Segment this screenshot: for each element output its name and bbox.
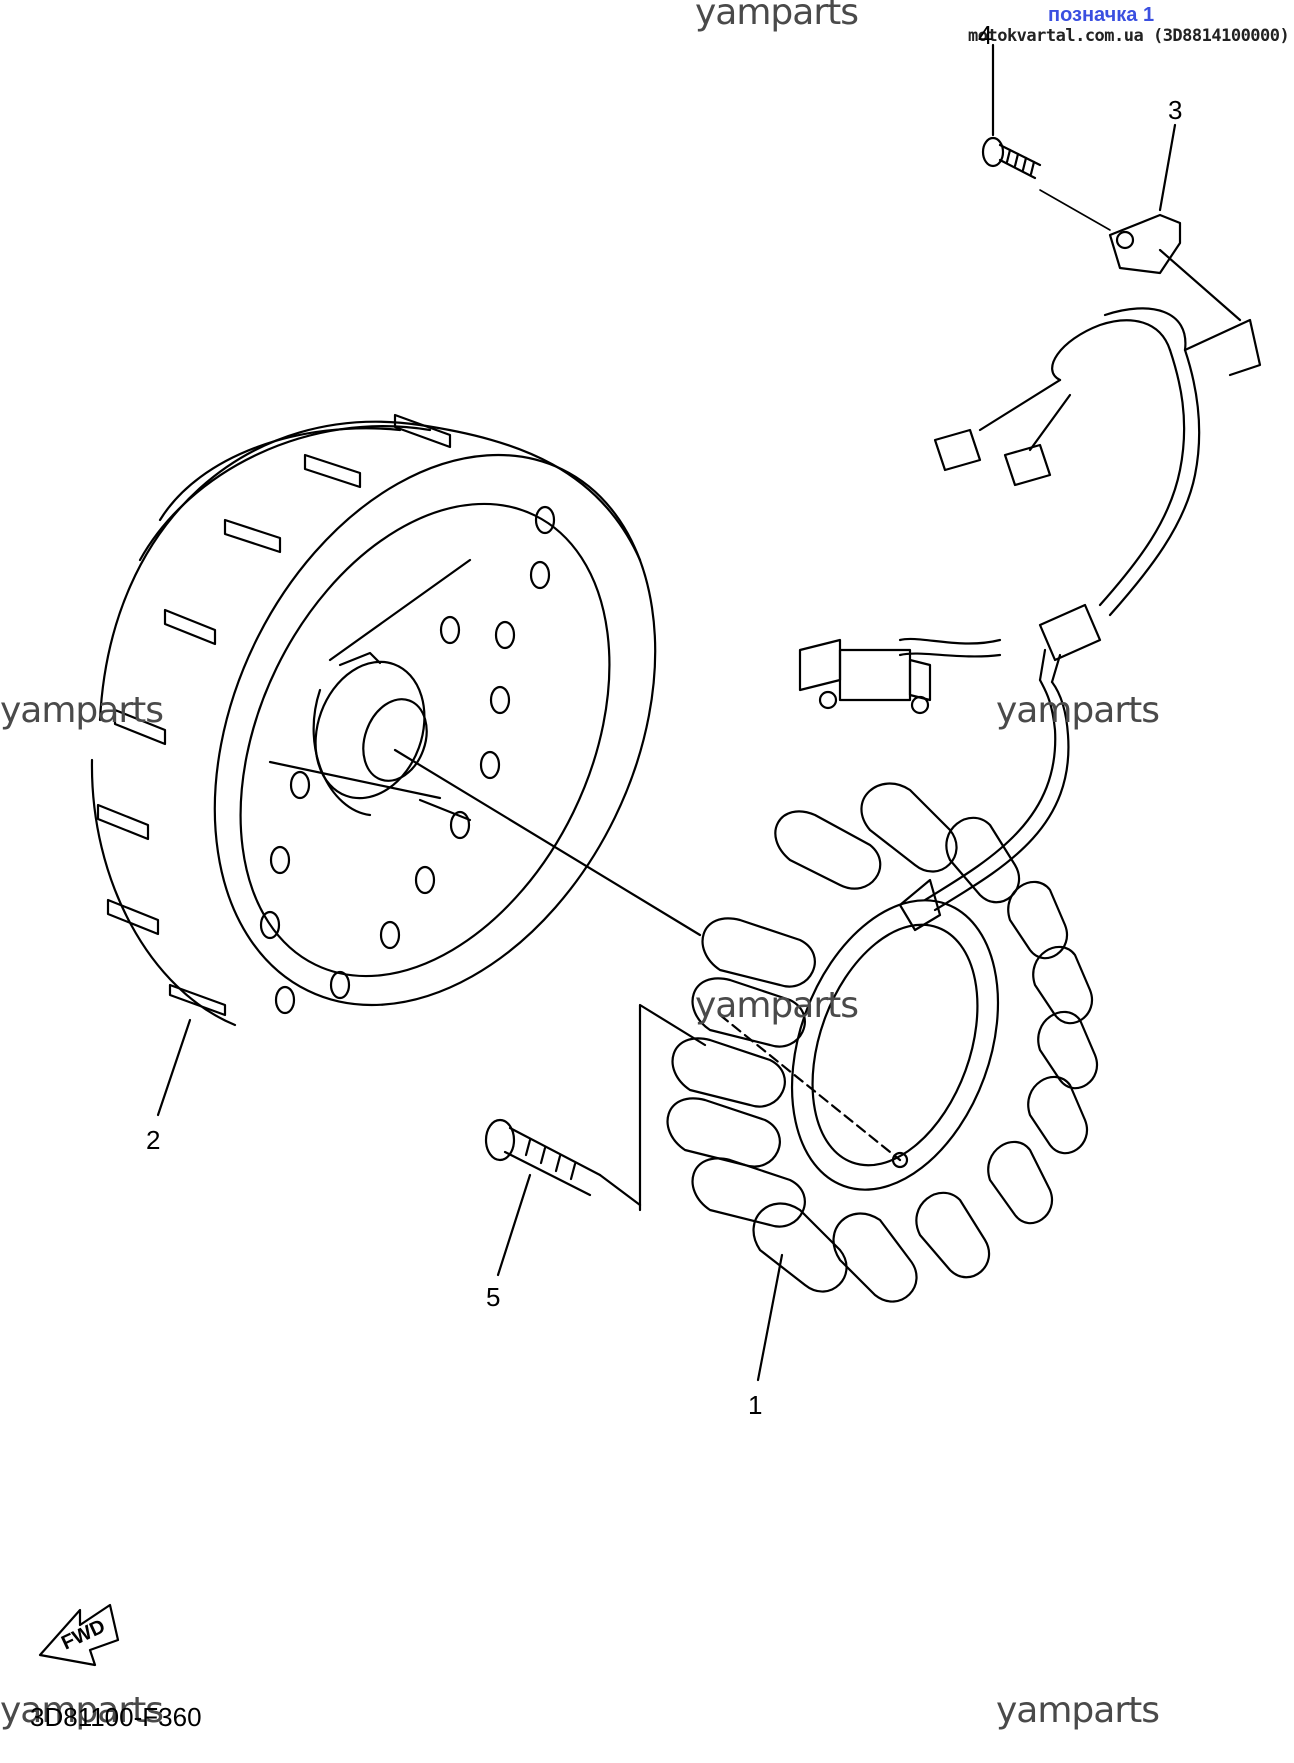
- clamp-screw[interactable]: [981, 136, 1111, 231]
- harness-clamp[interactable]: [1108, 213, 1242, 322]
- rotor-flywheel[interactable]: [90, 382, 742, 1079]
- callout-1[interactable]: 1: [748, 1390, 763, 1420]
- callout-4[interactable]: 4: [978, 20, 993, 50]
- stator-bolt[interactable]: [484, 1003, 707, 1212]
- leader-line-1: [756, 1253, 784, 1382]
- header-source: motokvartal.com.ua (3D8814100000): [968, 26, 1290, 46]
- fwd-arrow-icon: FWD: [38, 1603, 120, 1667]
- watermark: yamparts: [996, 690, 1160, 731]
- fwd-label: FWD: [58, 1615, 109, 1654]
- watermark: yamparts: [0, 1690, 164, 1731]
- callout-3[interactable]: 3: [1168, 95, 1183, 125]
- callout-2[interactable]: 2: [146, 1125, 161, 1155]
- wire-harness[interactable]: [798, 307, 1262, 912]
- diagram-code: 3D81100-F360: [30, 1702, 202, 1732]
- stator-assembly[interactable]: [666, 782, 1098, 1303]
- header-label: позначка 1: [1048, 4, 1155, 26]
- watermark: yamparts: [695, 985, 859, 1026]
- watermark: yamparts: [0, 690, 164, 731]
- callout-5[interactable]: 5: [486, 1282, 501, 1312]
- watermark: yamparts: [996, 1690, 1160, 1731]
- watermark: yamparts: [695, 0, 859, 33]
- assembly-axis-line: [393, 748, 702, 937]
- leader-line-2: [156, 1018, 192, 1117]
- assembly-axis-line: [718, 1013, 902, 1162]
- leader-line-3: [1158, 123, 1177, 212]
- leader-line-5: [496, 1173, 532, 1277]
